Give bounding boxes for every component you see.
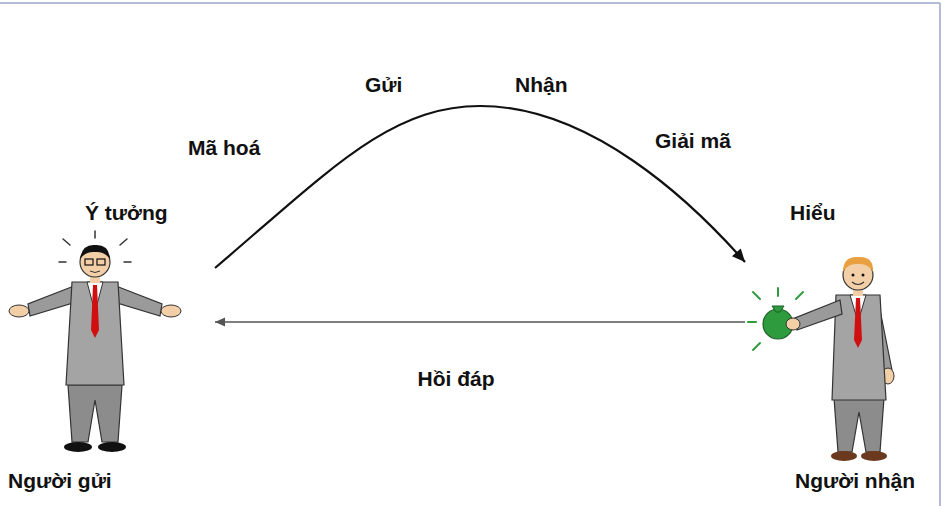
step-label: Nhận: [515, 72, 568, 97]
person-node: Ý tưởngNgười gửi: [5, 190, 215, 500]
role-label: Người gửi: [8, 468, 112, 493]
sender-figure: [5, 220, 205, 465]
receiver-figure: [745, 220, 945, 465]
edge-label: Hồi đáp: [418, 366, 495, 391]
thought-label: Ý tưởng: [85, 200, 168, 225]
thought-label: Hiểu: [790, 200, 836, 225]
feedback-arrow: [215, 321, 745, 322]
step-label: Mã hoá: [188, 135, 260, 160]
step-label: Gửi: [365, 72, 402, 97]
send-arc: [215, 106, 745, 268]
role-label: Người nhận: [795, 468, 915, 493]
person-node: HiểuNgười nhận: [745, 190, 945, 500]
arrow-head: [215, 318, 225, 327]
arrow-head: [732, 248, 745, 262]
step-label: Giải mã: [655, 128, 731, 153]
